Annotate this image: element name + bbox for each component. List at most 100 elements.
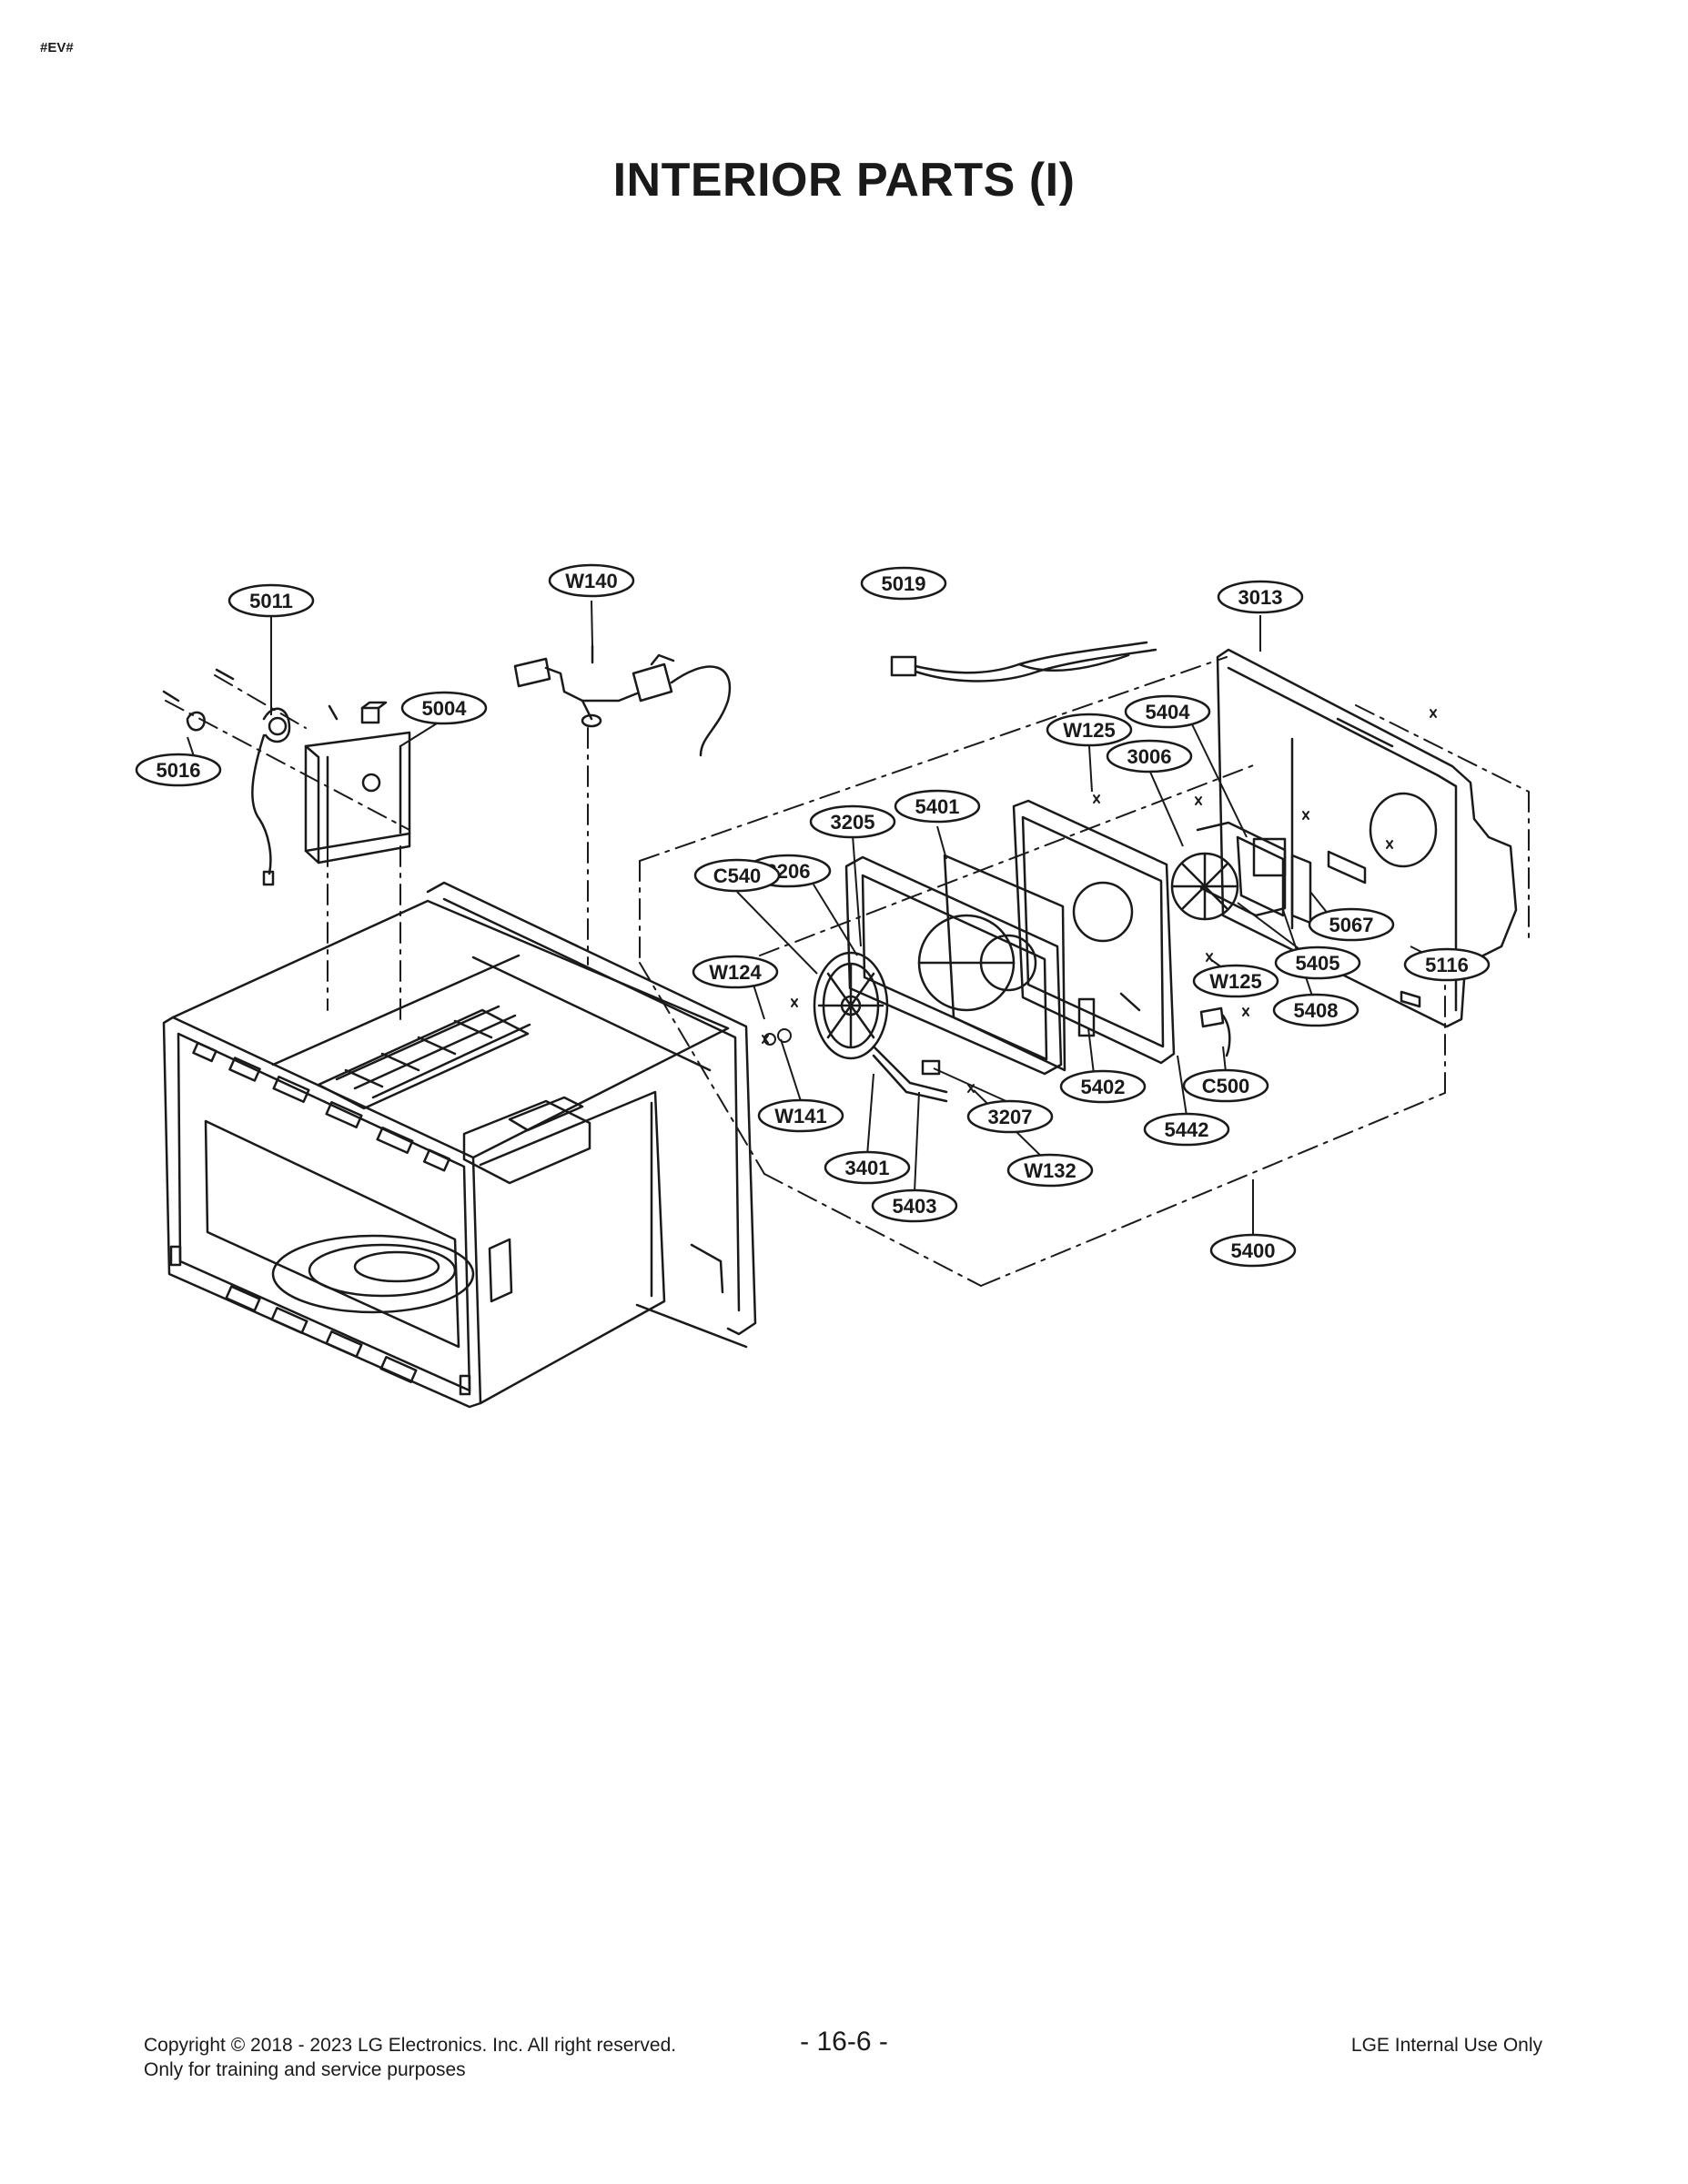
- callout-label: 5408: [1294, 999, 1339, 1022]
- callout-label: W140: [565, 570, 617, 592]
- callout-label: W132: [1024, 1159, 1076, 1182]
- callout-label: 5404: [1146, 701, 1191, 723]
- callout-bubble: [860, 566, 947, 601]
- callout-label: 3207: [988, 1106, 1033, 1128]
- footer-copyright-block: Copyright © 2018 - 2023 LG Electronics. …: [144, 2033, 676, 2082]
- callout-bubble: [400, 691, 488, 725]
- callout-bubble: [1272, 993, 1359, 1027]
- callout-3207: 3207: [966, 1099, 1054, 1134]
- callout-3401: 3401: [824, 1150, 911, 1185]
- callout-label: 3006: [1127, 745, 1172, 768]
- callout-bubble: [1006, 1153, 1094, 1188]
- callout-bubble: [1143, 1112, 1230, 1147]
- 5400-dashed-boundary: [639, 656, 1530, 1287]
- callout-bubble: [757, 1098, 844, 1133]
- callout-label: 5116: [1425, 954, 1469, 976]
- callout-label: W141: [774, 1105, 826, 1127]
- callout-bubble: [966, 1099, 1054, 1134]
- callout-label: 5067: [1329, 914, 1374, 936]
- callout-label: 5011: [249, 590, 293, 612]
- callout-5011: 5011: [227, 583, 315, 618]
- callout-5019: 5019: [860, 566, 947, 601]
- callout-bubble: [1308, 907, 1395, 942]
- callout-3006: 3006: [1106, 739, 1193, 774]
- callout-label: 5405: [1296, 952, 1340, 975]
- callout-bubble: [1106, 739, 1193, 774]
- callout-5404: 5404: [1124, 694, 1211, 729]
- 3013-back-panel: [1216, 648, 1518, 1028]
- callout-label: 3013: [1238, 586, 1283, 609]
- callout-label: 5016: [157, 759, 201, 782]
- callout-3013: 3013: [1217, 580, 1304, 614]
- convection-motor-assembly: [1170, 821, 1367, 925]
- callout-w125: W125: [1046, 713, 1133, 747]
- callout-bubble: [1403, 947, 1491, 982]
- callout-bubble: [894, 789, 981, 824]
- callout-bubble: [1209, 1233, 1297, 1268]
- callout-bubble: [135, 753, 222, 787]
- callout-bubble: [548, 563, 635, 598]
- callout-label: 5402: [1081, 1076, 1126, 1098]
- document-code-tag: #EV#: [40, 40, 74, 56]
- callout-w125: W125: [1192, 964, 1279, 998]
- 5401-cover-plate: [1012, 799, 1176, 1065]
- callout-bubble: [692, 955, 779, 989]
- callout-w132: W132: [1006, 1153, 1094, 1188]
- callout-bubble: [1182, 1068, 1269, 1103]
- page-title: INTERIOR PARTS (I): [612, 154, 1076, 207]
- callout-c540: C540: [693, 858, 781, 893]
- 3207-clip: [921, 1059, 941, 1076]
- callout-3205: 3205: [809, 804, 896, 839]
- callout-label: 3205: [831, 811, 875, 834]
- callout-label: 3401: [845, 1157, 890, 1179]
- screws: [762, 709, 1437, 1093]
- callout-5016: 5016: [135, 753, 222, 787]
- callout-5400: 5400: [1209, 1233, 1297, 1268]
- 5019-harness: [890, 641, 1157, 682]
- callout-bubble: [1217, 580, 1304, 614]
- callout-5067: 5067: [1308, 907, 1395, 942]
- 3401-convection-heater: [813, 951, 948, 1103]
- callout-label: W125: [1063, 719, 1115, 742]
- callout-label: 5442: [1165, 1118, 1209, 1141]
- callout-w124: W124: [692, 955, 779, 989]
- callout-5116: 5116: [1403, 947, 1491, 982]
- callout-label: W124: [709, 961, 762, 984]
- callout-label: 5401: [915, 795, 960, 818]
- page-number: - 16-6 -: [800, 2027, 888, 2057]
- callout-bubble: [693, 858, 781, 893]
- internal-use-note: LGE Internal Use Only: [1350, 2035, 1542, 2056]
- callout-5402: 5402: [1059, 1069, 1147, 1104]
- callout-label: C540: [713, 864, 762, 887]
- callout-c500: C500: [1182, 1068, 1269, 1103]
- callout-label: 5004: [422, 697, 468, 720]
- c500-connector: [1199, 1006, 1231, 1057]
- w140-harness: [513, 644, 732, 757]
- callout-5403: 5403: [871, 1188, 958, 1223]
- callout-bubble: [1274, 945, 1361, 980]
- copyright-text: Copyright © 2018 - 2023 LG Electronics. …: [144, 2035, 677, 2056]
- callout-bubble: [809, 804, 896, 839]
- callout-5442: 5442: [1143, 1112, 1230, 1147]
- callout-5004: 5004: [400, 691, 488, 725]
- callout-bubble: [227, 583, 315, 618]
- callout-bubble: [1059, 1069, 1147, 1104]
- callout-label: 5403: [893, 1195, 937, 1218]
- callout-bubble: [1192, 964, 1279, 998]
- callout-label: W125: [1209, 970, 1261, 993]
- oven-cavity: [162, 881, 757, 1409]
- callout-5408: 5408: [1272, 993, 1359, 1027]
- callout-bubble: [1124, 694, 1211, 729]
- callout-bubble: [871, 1188, 958, 1223]
- callout-w140: W140: [548, 563, 635, 598]
- callout-5405: 5405: [1274, 945, 1361, 980]
- callout-label: 5019: [882, 572, 926, 595]
- callout-label: C500: [1202, 1075, 1250, 1097]
- purpose-text: Only for training and service purposes: [144, 2059, 466, 2080]
- callout-w141: W141: [757, 1098, 844, 1133]
- callout-label: 5400: [1231, 1239, 1276, 1262]
- callout-bubble: [1046, 713, 1133, 747]
- callout-5401: 5401: [894, 789, 981, 824]
